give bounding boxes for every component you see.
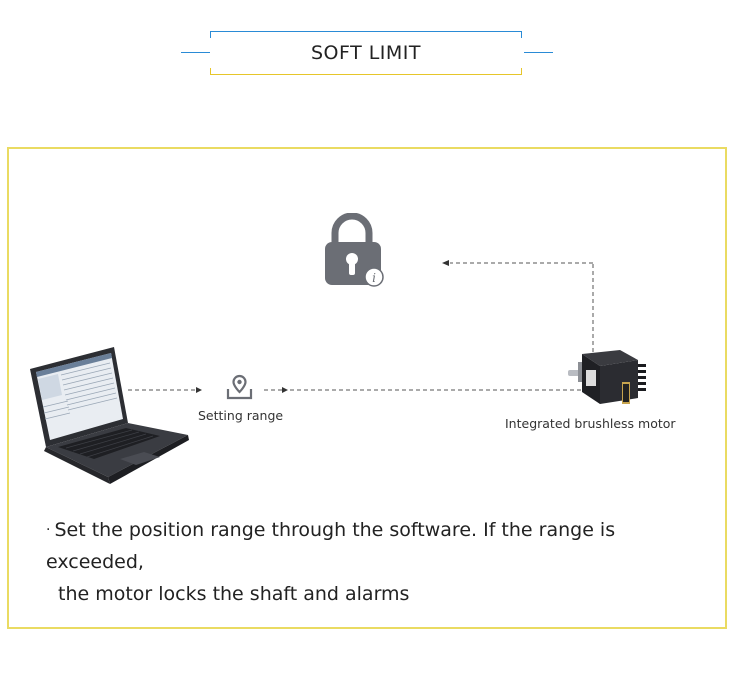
description-line-1: Set the position range through the softw…	[46, 519, 616, 573]
description-text: ·Set the position range through the soft…	[46, 514, 706, 610]
location-pin-icon	[226, 374, 253, 400]
laptop-image	[30, 347, 189, 484]
content-panel	[7, 147, 727, 629]
header-line-left	[181, 52, 210, 53]
setting-range-label: Setting range	[198, 408, 284, 423]
description-line-2: the motor locks the shaft and alarms	[58, 583, 410, 605]
svg-text:i: i	[372, 271, 376, 285]
motor-image	[568, 350, 646, 404]
header-frame: SOFT LIMIT	[210, 31, 522, 75]
header-line-right	[524, 52, 553, 53]
section-title: SOFT LIMIT	[310, 42, 422, 64]
lock-icon: i	[325, 213, 384, 287]
motor-label: Integrated brushless motor	[505, 416, 676, 431]
section-header: SOFT LIMIT	[181, 31, 553, 76]
bullet-mark: ·	[46, 522, 51, 538]
